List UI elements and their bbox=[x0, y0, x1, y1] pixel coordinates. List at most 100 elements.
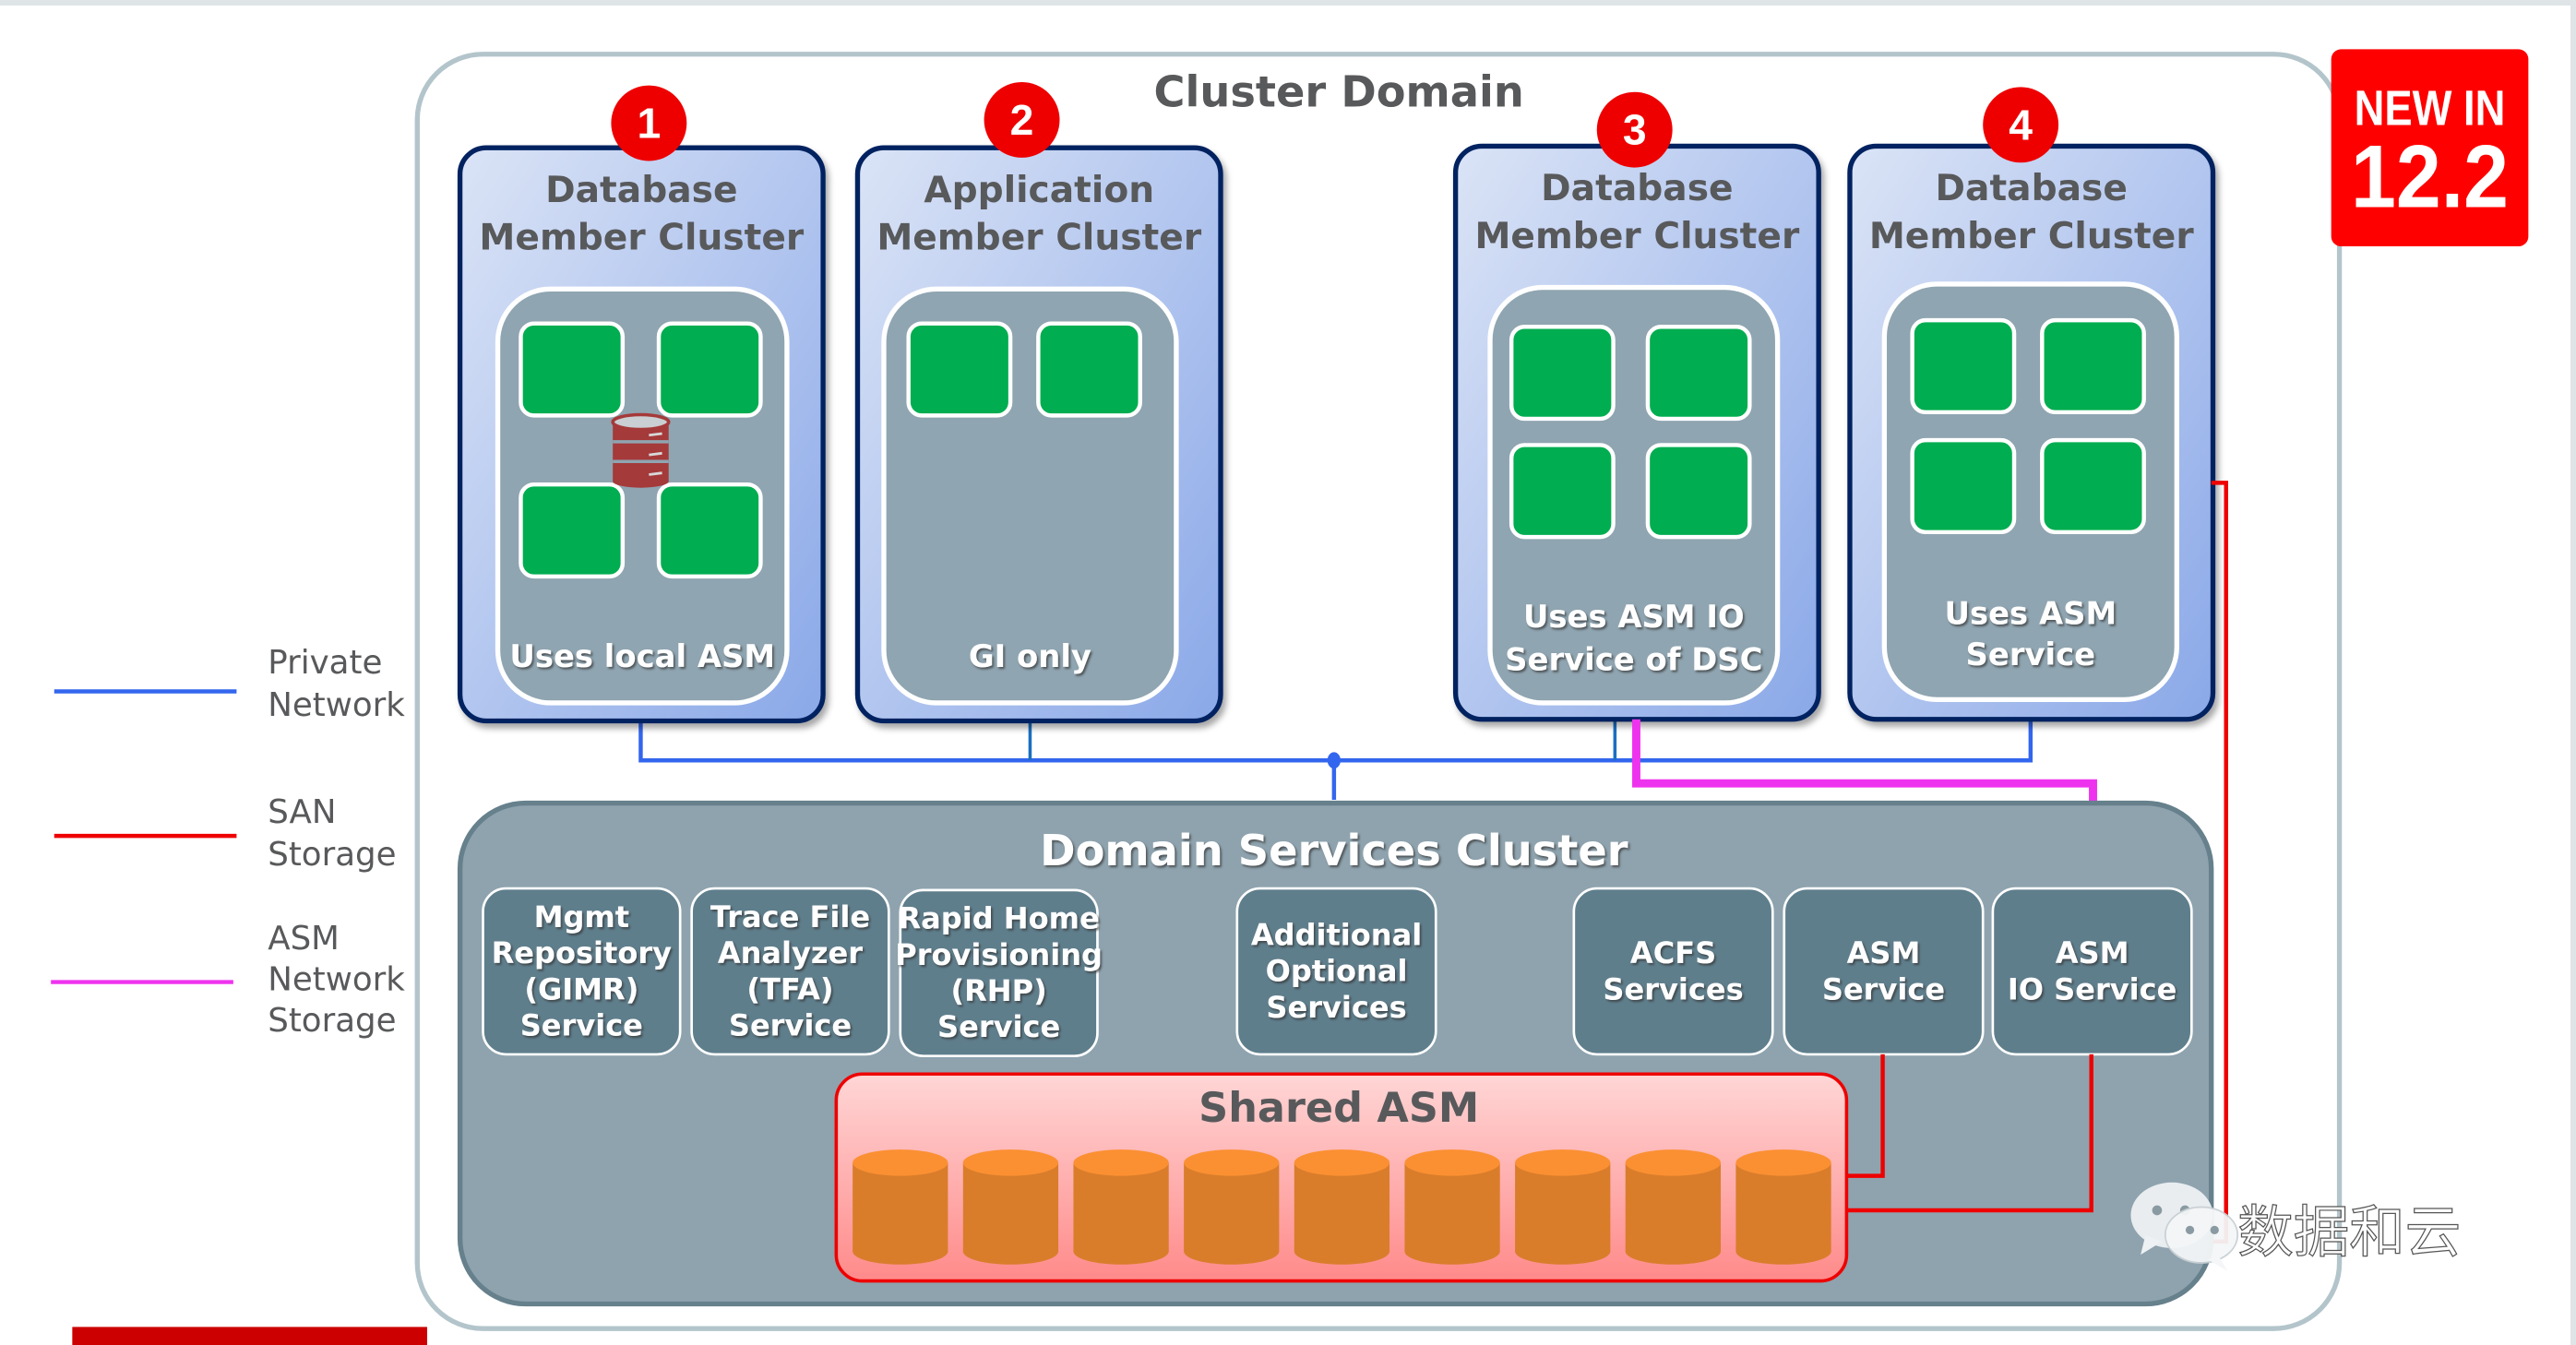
member-cluster-title: Database bbox=[1541, 168, 1733, 209]
legend-label-asm: ASM bbox=[268, 920, 340, 958]
wechat-icon bbox=[2130, 1182, 2239, 1271]
san-link-asm-service bbox=[1846, 1053, 1885, 1178]
top-border bbox=[0, 0, 2576, 6]
legend-label-private: Private bbox=[268, 644, 382, 682]
footer-red-bar bbox=[72, 1327, 427, 1345]
service-label: Additional bbox=[1251, 918, 1422, 953]
server-node bbox=[2040, 317, 2146, 415]
asm-disk bbox=[1073, 1149, 1169, 1265]
domain-services-cluster: Domain Services Cluster MgmtRepository(G… bbox=[457, 800, 2214, 1307]
service-label: ACFS bbox=[1630, 935, 1716, 970]
service-box bbox=[482, 887, 682, 1056]
member-cluster-title: Member Cluster bbox=[1869, 216, 2195, 257]
new-in-badge: NEW IN 12.2 bbox=[2331, 49, 2529, 247]
watermark: 数据和云 bbox=[2130, 1182, 2462, 1271]
asm-disk bbox=[1735, 1149, 1831, 1265]
service-label: ASM bbox=[2056, 935, 2129, 970]
asm-disk bbox=[1294, 1149, 1390, 1265]
member-cluster-caption: Uses ASM bbox=[1945, 595, 2117, 631]
member-cluster-title: Member Cluster bbox=[479, 218, 805, 259]
service-label: (TFA) bbox=[746, 971, 833, 1006]
service-label: Optional bbox=[1266, 954, 1408, 989]
server-node bbox=[1509, 443, 1616, 540]
service-box bbox=[1572, 887, 1774, 1056]
asm-disk bbox=[1515, 1149, 1611, 1265]
server-node bbox=[1910, 317, 2017, 415]
cluster-number: 3 bbox=[1623, 106, 1647, 154]
asm-disk bbox=[1404, 1149, 1500, 1265]
right-border bbox=[2570, 0, 2576, 1345]
service-label: Rapid Home bbox=[899, 901, 1100, 936]
asm-disk bbox=[853, 1149, 948, 1265]
service-label: IO Service bbox=[2008, 971, 2176, 1006]
service-label: (GIMR) bbox=[524, 971, 638, 1006]
asm-disk bbox=[1184, 1149, 1280, 1265]
cluster-number: 1 bbox=[637, 100, 661, 148]
service-label: Trace File bbox=[710, 899, 870, 934]
server-node bbox=[906, 321, 1013, 418]
service-box bbox=[690, 887, 890, 1056]
cluster-number: 4 bbox=[2009, 101, 2033, 149]
shared-asm-title: Shared ASM bbox=[1199, 1085, 1479, 1132]
cluster-number-badge bbox=[984, 82, 1060, 158]
legend: Private Network SAN Storage ASM Network … bbox=[51, 644, 405, 1040]
server-node bbox=[1036, 321, 1142, 418]
asm-disk bbox=[1625, 1149, 1722, 1265]
service-label: Services bbox=[1603, 971, 1743, 1006]
legend-label-san: SAN bbox=[268, 793, 336, 831]
legend-label-network2: Network bbox=[268, 960, 405, 998]
service-label: Mgmt bbox=[534, 899, 630, 934]
server-node bbox=[519, 482, 626, 579]
service-label: Service bbox=[1822, 971, 1945, 1006]
watermark-text: 数据和云 bbox=[2237, 1201, 2461, 1266]
cluster-domain-title: Cluster Domain bbox=[1154, 67, 1524, 117]
member-cluster-caption: GI only bbox=[969, 638, 1091, 674]
server-node bbox=[1509, 325, 1616, 422]
member-cluster-caption: Uses ASM IO bbox=[1523, 599, 1745, 635]
badge-line1: NEW IN bbox=[2355, 81, 2506, 136]
database-icon bbox=[611, 412, 671, 488]
badge-line2: 12.2 bbox=[2351, 127, 2509, 226]
member-cluster-title: Member Cluster bbox=[1474, 216, 1800, 257]
server-node bbox=[656, 321, 763, 418]
member-cluster-title: Application bbox=[924, 170, 1154, 211]
service-label: Analyzer bbox=[718, 935, 863, 970]
service-box bbox=[899, 888, 1099, 1058]
asm-disks bbox=[853, 1149, 1831, 1265]
member-cluster-caption: Service bbox=[1966, 637, 2096, 672]
service-box bbox=[1235, 887, 1437, 1056]
asm-disk bbox=[962, 1149, 1059, 1265]
member-cluster-caption: Uses local ASM bbox=[509, 638, 775, 674]
shared-asm: Shared ASM bbox=[834, 1072, 1849, 1283]
server-node bbox=[656, 482, 763, 579]
service-label: Service bbox=[520, 1007, 643, 1042]
service-label: ASM bbox=[1847, 935, 1921, 970]
private-network-links bbox=[638, 719, 2033, 800]
san-link-asm-io-service bbox=[1846, 1053, 2093, 1213]
server-node bbox=[519, 321, 626, 418]
service-label: (RHP) bbox=[950, 973, 1046, 1008]
server-node bbox=[1910, 437, 2017, 535]
cluster-number-badge bbox=[1983, 87, 2059, 163]
server-node bbox=[1645, 325, 1752, 422]
server-node bbox=[1645, 443, 1752, 540]
cluster-number: 2 bbox=[1010, 96, 1034, 144]
member-cluster-title: Database bbox=[1936, 168, 2128, 209]
member-cluster-caption: Service of DSC bbox=[1505, 641, 1762, 677]
cluster-number-badge bbox=[611, 85, 687, 161]
dsc-title: Domain Services Cluster bbox=[1040, 826, 1628, 875]
member-cluster-title: Database bbox=[545, 170, 737, 211]
service-label: Service bbox=[729, 1007, 852, 1042]
